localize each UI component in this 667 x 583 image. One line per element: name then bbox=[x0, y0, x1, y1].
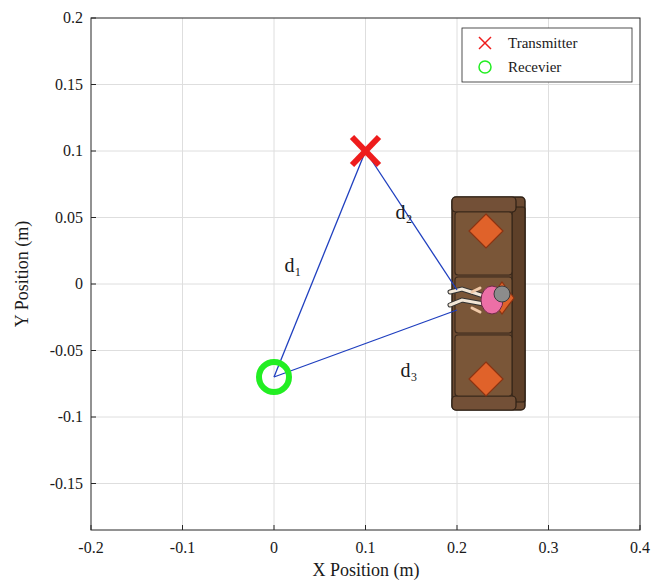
axes-box bbox=[91, 18, 640, 530]
tick-mark bbox=[91, 350, 96, 351]
tick-mark bbox=[457, 525, 458, 530]
receiver-marker bbox=[259, 362, 289, 392]
legend-text: Recevier bbox=[508, 60, 561, 75]
y-tick-label: -0.05 bbox=[50, 343, 83, 359]
tick-mark bbox=[91, 217, 96, 218]
grid-line bbox=[182, 18, 183, 530]
x-tick-label: 0 bbox=[270, 540, 278, 556]
tick-mark bbox=[274, 525, 275, 530]
y-tick-label: 0.15 bbox=[55, 77, 83, 93]
tick-mark bbox=[91, 284, 96, 285]
tick-mark bbox=[91, 417, 96, 418]
distance-label: d₃ bbox=[401, 360, 418, 380]
tick-mark bbox=[365, 525, 366, 530]
y-tick-label: 0.2 bbox=[63, 10, 83, 26]
plot-area bbox=[91, 18, 640, 530]
x-tick-label: -0.1 bbox=[170, 540, 195, 556]
tick-mark bbox=[91, 483, 96, 484]
grid-line bbox=[274, 18, 275, 530]
grid-line bbox=[91, 350, 640, 351]
tick-mark bbox=[182, 525, 183, 530]
y-tick-label: -0.1 bbox=[58, 409, 83, 425]
x-axis-title: X Position (m) bbox=[312, 561, 419, 579]
tick-mark bbox=[548, 525, 549, 530]
legend-box bbox=[462, 28, 632, 82]
distance-lines bbox=[274, 151, 457, 377]
grid-line bbox=[91, 483, 640, 484]
legend-text: Transmitter bbox=[508, 36, 577, 51]
distance-label: d₁ bbox=[285, 255, 302, 275]
grid-line bbox=[548, 18, 549, 530]
grid-lines bbox=[91, 18, 640, 530]
transmitter-marker bbox=[352, 137, 379, 165]
y-tick-label: 0.1 bbox=[63, 143, 83, 159]
y-tick-label: -0.15 bbox=[50, 476, 83, 492]
tick-mark bbox=[91, 151, 96, 152]
x-tick-label: 0.1 bbox=[356, 540, 376, 556]
grid-line bbox=[91, 84, 640, 85]
y-tick-label: 0 bbox=[75, 276, 83, 292]
tick-mark bbox=[91, 84, 96, 85]
x-tick-label: -0.2 bbox=[78, 540, 103, 556]
x-tick-label: 0.4 bbox=[630, 540, 650, 556]
x-tick-label: 0.3 bbox=[539, 540, 559, 556]
grid-line bbox=[365, 18, 366, 530]
grid-line bbox=[91, 217, 640, 218]
y-axis-title: Y Position (m) bbox=[13, 221, 31, 327]
grid-line bbox=[91, 284, 640, 285]
x-tick-label: 0.2 bbox=[447, 540, 467, 556]
distance-label: d₂ bbox=[396, 202, 413, 222]
sofa-illustration bbox=[450, 197, 525, 410]
grid-line bbox=[91, 417, 640, 418]
y-tick-label: 0.05 bbox=[55, 210, 83, 226]
